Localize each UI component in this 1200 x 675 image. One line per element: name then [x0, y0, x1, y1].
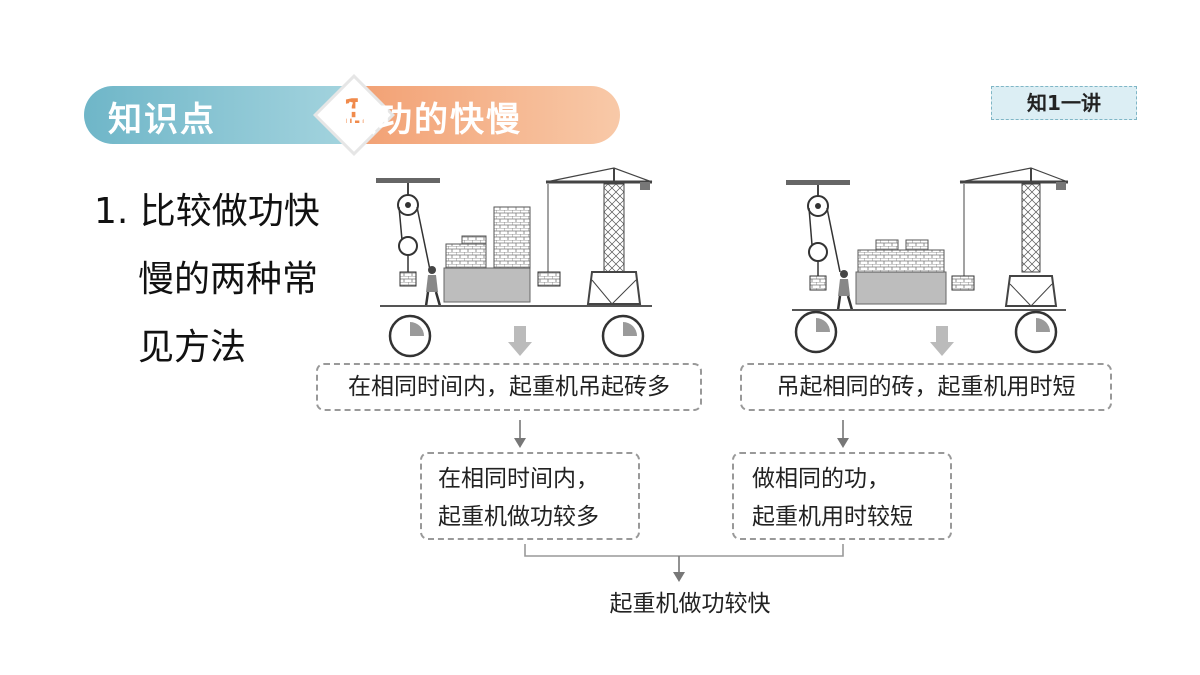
right-pulley-load	[809, 275, 827, 291]
banner-title: 做功的快慢	[342, 100, 522, 140]
left-clock-2-icon	[601, 314, 645, 358]
left-brick-pallet	[443, 267, 531, 303]
arrow-final-icon	[673, 572, 685, 582]
conclusion-text: 起重机做功较快	[609, 591, 771, 617]
arrow-left-icon	[514, 438, 526, 448]
left-tower-crane-icon	[537, 167, 653, 305]
right-tower-crane-icon	[951, 167, 1069, 307]
right-pulley-bottom-icon	[808, 242, 828, 262]
arrow-right-icon	[837, 438, 849, 448]
left-brick-stack	[493, 206, 531, 269]
right-pulley-beam	[786, 180, 850, 185]
banner-topic: 知识点	[108, 100, 216, 140]
bracket-connector	[524, 544, 844, 557]
right-mid-line-1: 做相同的功，	[752, 466, 890, 492]
left-mid-box: 在相同时间内， 起重机做功较多	[420, 452, 640, 540]
right-down-arrow-icon	[930, 326, 954, 356]
left-worker-icon	[424, 266, 442, 307]
right-brick-pallet	[855, 271, 947, 305]
right-clock-1-icon	[794, 310, 838, 354]
left-pulley-load	[399, 271, 417, 287]
left-clock-1-icon	[388, 314, 432, 358]
right-worker-icon	[836, 270, 854, 311]
right-top-box: 吊起相同的砖，起重机用时短	[740, 363, 1112, 411]
flow-connectors	[514, 420, 849, 582]
right-mid-box: 做相同的功， 起重机用时较短	[732, 452, 952, 540]
lecture-tag: 知1一讲	[991, 86, 1137, 120]
banner-number: 1	[342, 92, 366, 132]
topic-banner: 知识点 1 做功的快慢	[84, 78, 620, 152]
left-top-box: 在相同时间内，起重机吊起砖多	[316, 363, 702, 411]
left-pulley-beam	[376, 178, 440, 183]
right-clock-2-icon	[1014, 310, 1058, 354]
lead-text: 1. 比较做功快 慢的两种常 见方法	[94, 178, 320, 382]
left-down-arrow-icon	[508, 326, 532, 356]
right-scene	[786, 167, 1069, 356]
left-scene	[376, 167, 653, 358]
left-pulley-bottom-icon	[398, 236, 418, 256]
right-mid-line-2: 起重机用时较短	[752, 504, 913, 530]
lead-line-2: 慢的两种常	[138, 259, 319, 300]
left-mid-line-2: 起重机做功较多	[438, 504, 599, 530]
banner-right	[354, 86, 620, 144]
left-mid-line-1: 在相同时间内，	[438, 466, 599, 492]
lead-line-1: 1. 比较做功快	[94, 191, 320, 232]
lead-line-3: 见方法	[138, 327, 247, 368]
